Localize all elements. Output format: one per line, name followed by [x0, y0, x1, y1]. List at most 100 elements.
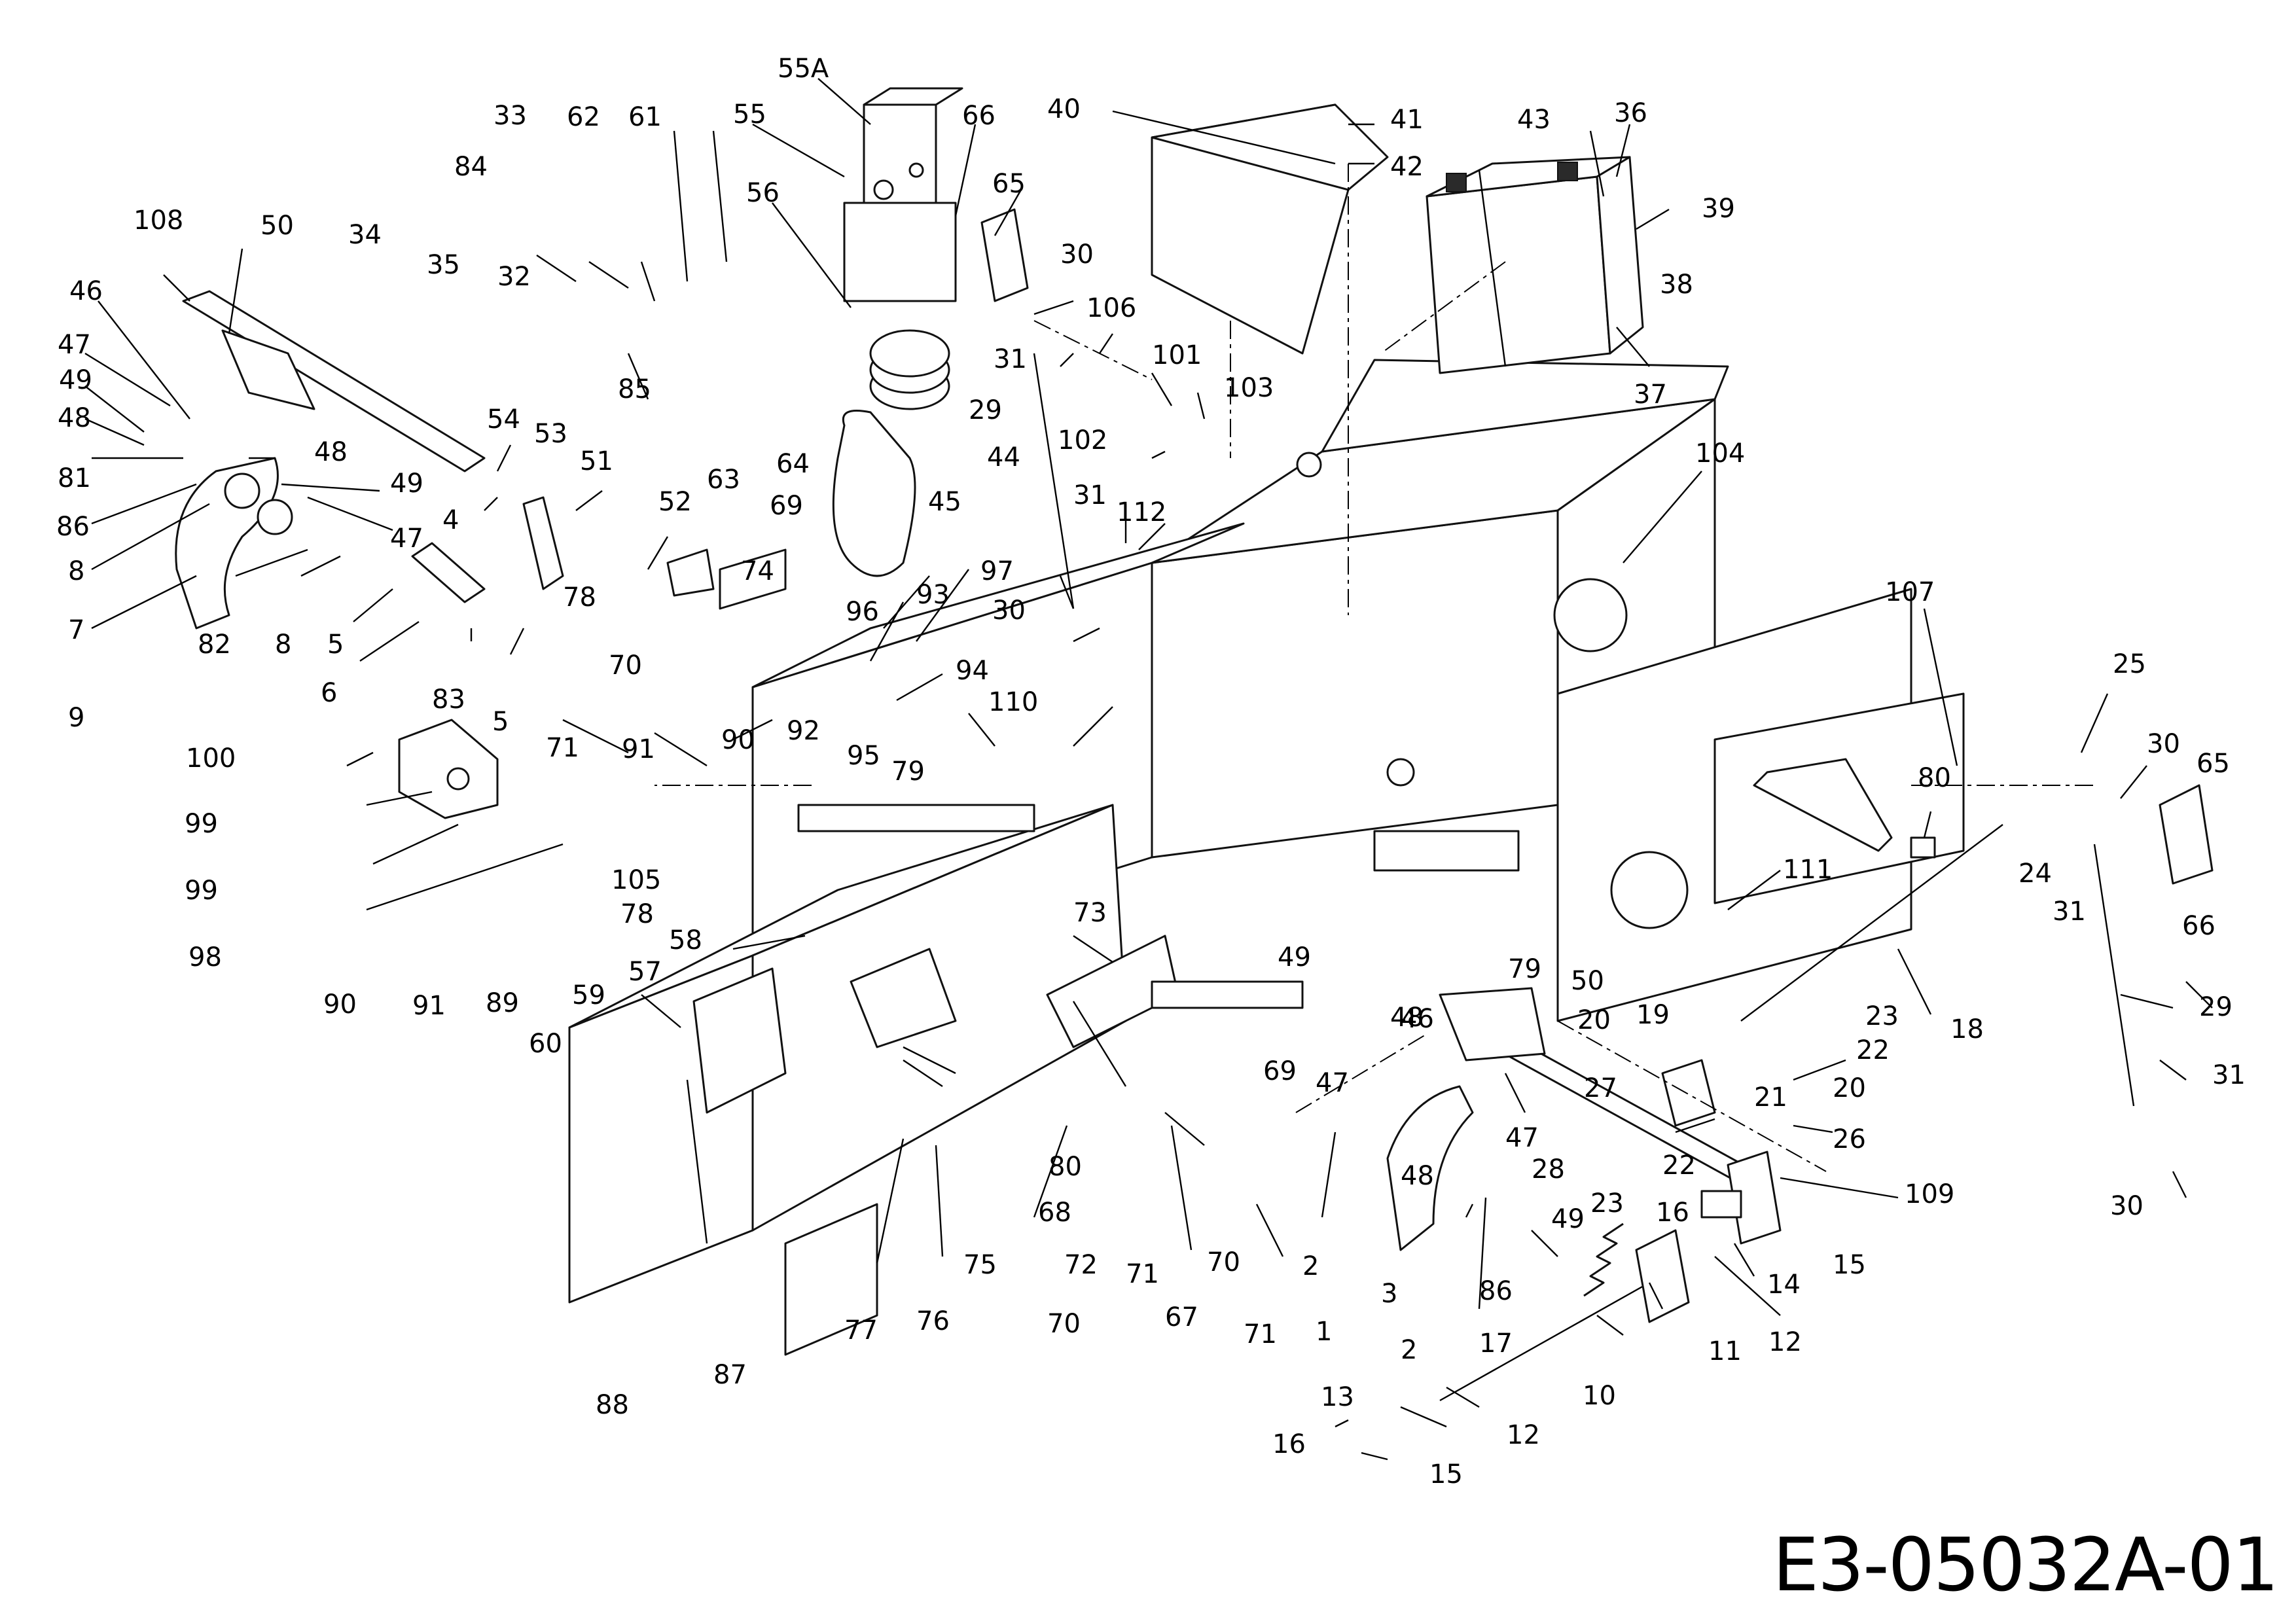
- callout-89: 89: [486, 988, 519, 1018]
- callout-67: 67: [1165, 1302, 1198, 1332]
- callout-111: 111: [1783, 855, 1833, 885]
- callout-21: 21: [1754, 1082, 1787, 1113]
- callout-75: 75: [963, 1250, 997, 1280]
- callout-60: 60: [529, 1029, 562, 1059]
- callout-46b: 46: [1401, 1004, 1434, 1034]
- callout-55A: 55A: [778, 54, 829, 84]
- callout-47d: 47: [390, 524, 423, 554]
- callout-50b: 50: [1571, 966, 1604, 996]
- callout-51: 51: [580, 446, 613, 476]
- callout-110: 110: [988, 687, 1038, 717]
- drawing-code: E3-05032A-01: [1772, 1523, 2279, 1608]
- callout-39: 39: [1702, 194, 1735, 224]
- callout-8b: 8: [275, 630, 291, 660]
- callout-19: 19: [1636, 1000, 1670, 1030]
- callout-23b: 23: [1590, 1188, 1624, 1219]
- callout-72: 72: [1064, 1250, 1098, 1280]
- callout-78a: 78: [563, 582, 596, 613]
- callout-48b: 48: [1390, 1003, 1424, 1033]
- callout-71c: 71: [1244, 1319, 1277, 1349]
- callout-33: 33: [493, 101, 527, 131]
- callout-91b: 91: [412, 991, 446, 1021]
- callout-23a: 23: [1865, 1001, 1899, 1031]
- callout-6: 6: [321, 678, 337, 708]
- callout-14: 14: [1767, 1270, 1801, 1300]
- leader-lines: [84, 78, 2213, 1461]
- callout-5b: 5: [492, 707, 509, 737]
- callout-55: 55: [733, 99, 766, 130]
- callout-7: 7: [68, 615, 84, 645]
- callout-30a: 30: [1060, 240, 1094, 270]
- callout-91a: 91: [622, 734, 655, 764]
- callout-68: 68: [1038, 1198, 1071, 1228]
- callout-27: 27: [1584, 1073, 1617, 1103]
- callout-105: 105: [611, 865, 661, 895]
- callout-48d: 48: [314, 437, 348, 467]
- callout-79a: 79: [891, 757, 925, 787]
- callout-112: 112: [1117, 497, 1166, 527]
- callout-85: 85: [618, 374, 651, 404]
- callout-64: 64: [776, 449, 810, 479]
- callout-28: 28: [1532, 1154, 1565, 1185]
- callout-57: 57: [628, 957, 662, 987]
- callout-9: 9: [68, 703, 84, 733]
- callout-29b: 29: [2199, 992, 2233, 1022]
- callout-65b: 65: [2197, 749, 2230, 779]
- callout-86a: 86: [56, 512, 90, 542]
- callout-1: 1: [1316, 1317, 1332, 1347]
- callout-16b: 16: [1272, 1429, 1306, 1459]
- callout-5a: 5: [327, 630, 344, 660]
- callout-108: 108: [134, 205, 183, 236]
- callout-97: 97: [980, 556, 1014, 586]
- callout-82: 82: [198, 630, 231, 660]
- callout-78b: 78: [620, 899, 654, 929]
- callout-69a: 69: [770, 491, 803, 521]
- battery-cover: [1151, 103, 1389, 355]
- spring-and-rod: [1439, 1222, 1690, 1402]
- right-linkage: [1439, 987, 1782, 1245]
- callout-99a: 99: [185, 809, 218, 839]
- callout-84: 84: [454, 152, 488, 182]
- callout-66b: 66: [2182, 911, 2215, 941]
- callout-70b: 70: [1047, 1309, 1081, 1339]
- callout-47b: 47: [1505, 1123, 1539, 1153]
- callout-74: 74: [741, 556, 774, 586]
- callout-16a: 16: [1656, 1198, 1689, 1228]
- sector-plate: [1386, 1085, 1474, 1251]
- callout-63: 63: [707, 465, 740, 495]
- callout-42: 42: [1390, 152, 1424, 182]
- callout-109: 109: [1905, 1179, 1954, 1209]
- callout-47c: 47: [58, 330, 91, 360]
- callout-45: 45: [928, 487, 961, 517]
- callout-80a: 80: [1049, 1152, 1082, 1182]
- callout-52: 52: [658, 487, 692, 517]
- callout-54: 54: [487, 404, 520, 435]
- callout-107: 107: [1885, 577, 1935, 607]
- callout-66a: 66: [962, 101, 996, 131]
- callout-18: 18: [1950, 1014, 1984, 1044]
- callout-71a: 71: [546, 733, 579, 763]
- left-pedal-assembly: [175, 290, 486, 630]
- callout-37: 37: [1634, 380, 1667, 410]
- callout-12b: 12: [1507, 1420, 1540, 1450]
- callout-48c: 48: [1401, 1161, 1434, 1191]
- callout-34: 34: [348, 220, 382, 250]
- callout-22a: 22: [1856, 1035, 1890, 1065]
- pulley-and-belt: [832, 329, 950, 577]
- callout-47a: 47: [1316, 1068, 1349, 1098]
- callout-101: 101: [1152, 340, 1202, 370]
- callout-96: 96: [846, 597, 879, 627]
- callout-48a: 48: [58, 403, 91, 433]
- callout-17: 17: [1479, 1329, 1513, 1359]
- callout-10: 10: [1583, 1381, 1616, 1411]
- callout-77: 77: [844, 1315, 878, 1346]
- front-plate: [692, 948, 957, 1114]
- callout-30d: 30: [2110, 1191, 2144, 1221]
- callout-106: 106: [1086, 293, 1136, 323]
- center-lift-rod: [980, 208, 1075, 609]
- callout-25: 25: [2113, 649, 2146, 679]
- callout-94: 94: [956, 656, 989, 686]
- callout-62: 62: [567, 102, 600, 132]
- callout-31d: 31: [2212, 1060, 2246, 1090]
